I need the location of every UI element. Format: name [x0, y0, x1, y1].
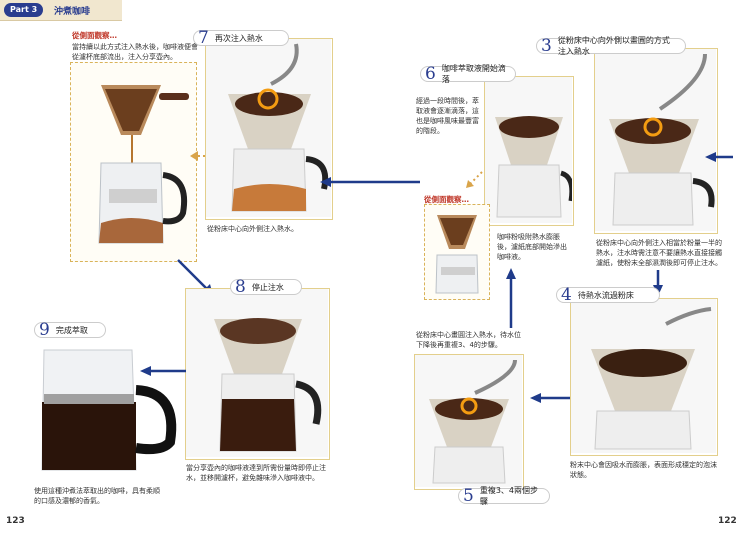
step-6-caption: 經過一段時間後，萃取液會逐漸滴落，這也是咖啡風味最豐富的階段。: [416, 97, 479, 135]
dotted-arrow-to-note-right: [464, 170, 484, 194]
step-6-photo: [484, 76, 575, 226]
step-7-photo: [205, 38, 333, 220]
step-8-photo: [185, 288, 330, 460]
side-view-photo-left: [70, 62, 197, 262]
page-number-left: 123: [6, 516, 25, 526]
pour-photo-5: [415, 355, 522, 487]
pour-photo-3: [595, 49, 716, 231]
finished-coffee-server: [41, 349, 177, 471]
step-5-photo: [414, 354, 524, 490]
step-3-number: 3: [541, 36, 552, 56]
step-9-number: 9: [39, 320, 50, 340]
step-3-text: 從粉床中心向外側以畫圓的方式注入熱水: [557, 36, 670, 56]
part-badge: Part 3: [4, 3, 44, 17]
arrow-step8-to-step9: [140, 362, 186, 381]
arrow-step4-to-step5: [530, 389, 570, 408]
step-8-label: 8 停止注水: [230, 277, 302, 297]
step-4-photo: [570, 298, 718, 456]
arrow-into-step3: [705, 148, 733, 167]
header-tab: Part 3 沖煮咖啡: [0, 0, 122, 21]
note-left-text: 當持續以此方式注入熱水後，咖啡液便會從濾杯底部流出，注入分享壺內。: [72, 43, 198, 61]
pour-photo-4: [571, 299, 716, 453]
step-7-label: 7 再次注入熱水: [193, 28, 289, 48]
step-7-text: 再次注入熱水: [214, 33, 263, 43]
step-9-text: 完成萃取: [55, 325, 88, 335]
step-3-caption: 從粉床中心向外側注入相當於粉量一半的熱水，注水時需注意不要讓熱水直接接觸濾紙，使…: [596, 239, 722, 267]
step-8-number: 8: [235, 277, 246, 297]
dripper-side-view: [98, 85, 189, 244]
step-8-text: 停止注水: [251, 282, 284, 292]
arrow-step5-to-step6: [505, 268, 517, 332]
step-4-number: 4: [561, 285, 572, 305]
step-3-photo: [594, 48, 718, 234]
dripper-side-view-small: [435, 215, 479, 294]
step-4-caption: 粉末中心會因吸水而膨脹，表面形成穩定的泡沫狀態。: [570, 461, 717, 479]
drip-photo-6: [485, 77, 575, 223]
note-right-text: 咖啡粉吸附熱水膨脹後，濾紙底部開始滲出咖啡液。: [497, 233, 567, 261]
step-3-label: 3 從粉床中心向外側以畫圓的方式注入熱水: [536, 36, 686, 56]
step-4-label: 4 待熱水流過粉床: [556, 285, 660, 305]
step-4-text: 待熱水流過粉床: [577, 290, 634, 300]
chapter-title: 沖煮咖啡: [54, 7, 91, 17]
step-9-caption: 使用這種沖煮法萃取出的咖啡，具有柔順的口感及濃郁的香氣。: [34, 487, 160, 505]
step-6-text: 咖啡萃取液開始滴落: [441, 64, 506, 84]
pour-photo-7: [206, 39, 331, 217]
step-8-caption: 當分享壺內的咖啡液達到所需份量時即停止注水，並移開濾杯，避免雜味滲入咖啡液中。: [186, 464, 326, 482]
side-view-photo-right: [424, 204, 490, 300]
step-5-text: 重複3、4兩個步驟: [479, 486, 539, 506]
step-6-label: 6 咖啡萃取液開始滴落: [420, 64, 516, 84]
pour-photo-8: [186, 289, 328, 457]
step-5-caption: 從粉床中心畫圓注入熱水，待水位下降後再重複3、4的步驟。: [416, 331, 521, 349]
note-left-title: 從側面觀察…: [72, 31, 117, 40]
step-5-label: 5 重複3、4兩個步驟: [458, 486, 550, 506]
step-5-number: 5: [463, 486, 474, 506]
step-9-photo: [32, 330, 182, 480]
page-number-right: 122: [718, 516, 737, 526]
step-9-label: 9 完成萃取: [34, 320, 106, 340]
step-7-caption: 從粉床中心向外側注入熱水。: [207, 225, 298, 233]
arrow-step6-to-step7: [320, 173, 420, 192]
step-7-number: 7: [198, 28, 209, 48]
step-6-number: 6: [425, 64, 436, 84]
note-right-title: 從側面觀察…: [424, 195, 469, 204]
